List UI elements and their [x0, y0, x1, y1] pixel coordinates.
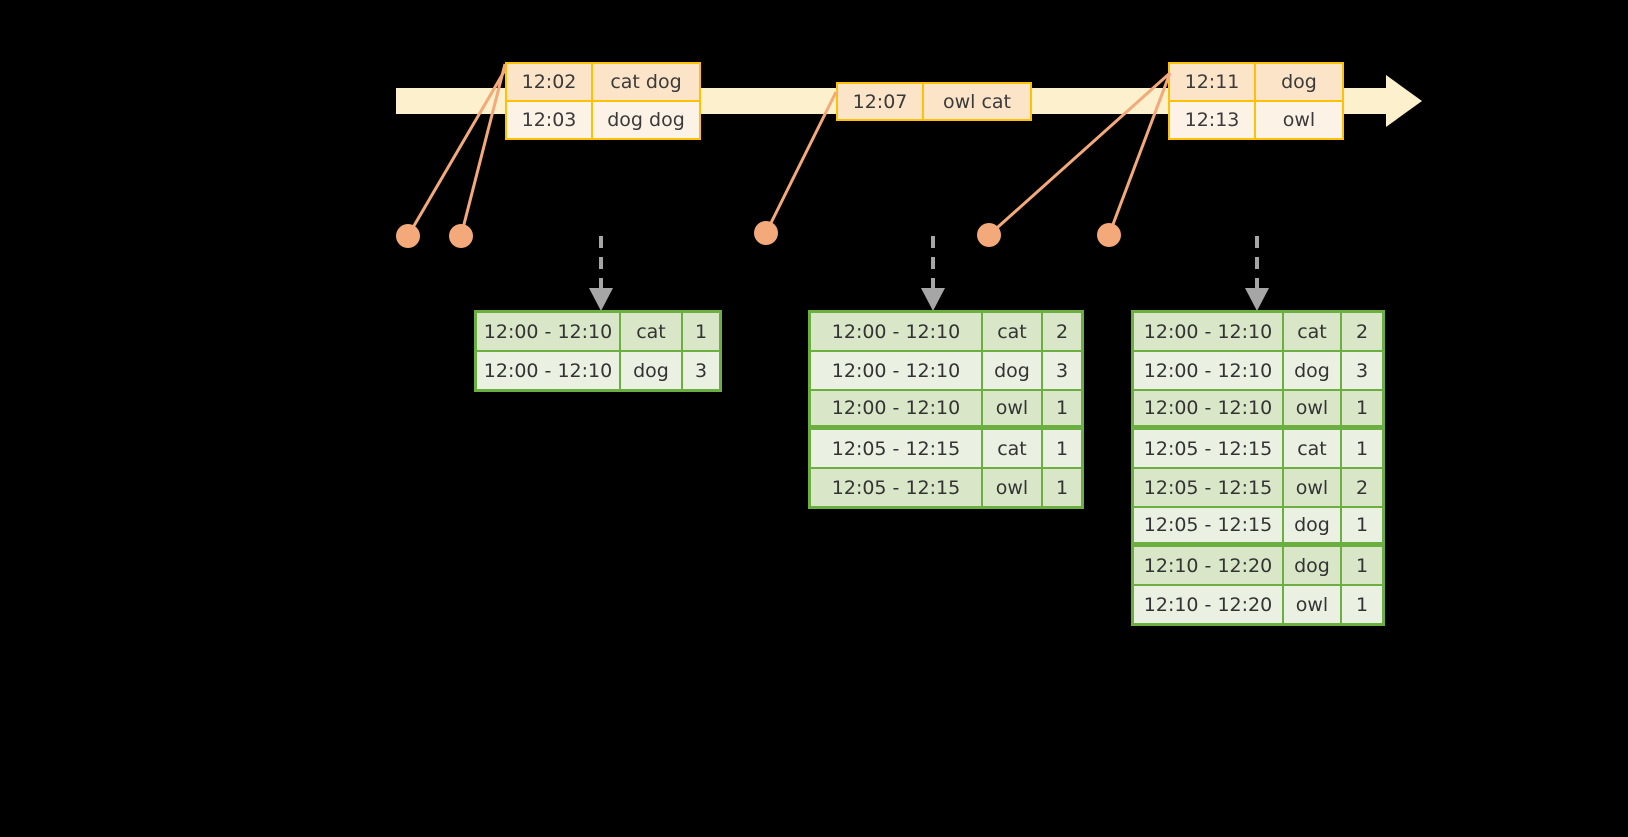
count-cell: 1: [1043, 430, 1081, 467]
count-cell: 3: [1043, 352, 1081, 389]
count-cell: 1: [1043, 469, 1081, 506]
window-cell: 12:00 - 12:10: [1134, 313, 1282, 350]
window-cell: 12:00 - 12:10: [811, 391, 981, 425]
key-cell: dog: [1284, 352, 1340, 389]
event-row[interactable]: 12:03 dog dog: [507, 100, 699, 138]
window-cell: 12:00 - 12:10: [477, 313, 619, 350]
event-time: 12:02: [507, 64, 593, 100]
count-cell: 2: [1342, 469, 1382, 506]
down-arrow-2: [921, 236, 945, 311]
event-dot[interactable]: [396, 224, 420, 248]
count-cell: 1: [1043, 391, 1081, 425]
event-dot[interactable]: [754, 221, 778, 245]
window-cell: 12:05 - 12:15: [1134, 469, 1282, 506]
count-cell: 3: [1342, 352, 1382, 389]
event-words: cat dog: [610, 71, 682, 93]
key-cell: owl: [1284, 586, 1340, 623]
key-cell: cat: [983, 313, 1041, 350]
key-cell: cat: [1284, 313, 1340, 350]
down-arrow-1: [589, 236, 613, 311]
window-cell: 12:00 - 12:10: [811, 352, 981, 389]
timeline-arrow-head: [1386, 75, 1422, 127]
key-cell: cat: [1284, 430, 1340, 467]
event-words: owl cat: [942, 90, 1012, 113]
window-cell: 12:10 - 12:20: [1134, 547, 1282, 584]
count-cell: 2: [1043, 313, 1081, 350]
key-cell: owl: [983, 469, 1041, 506]
key-cell: dog: [621, 352, 681, 389]
key-cell: dog: [1284, 508, 1340, 542]
down-arrow-3: [1245, 236, 1269, 311]
count-cell: 1: [1342, 430, 1382, 467]
event-group-2[interactable]: 12:07 owl cat: [836, 82, 1032, 121]
count-cell: 1: [1342, 508, 1382, 542]
count-cell: 1: [1342, 391, 1382, 425]
window-cell: 12:05 - 12:15: [811, 430, 981, 467]
count-cell: 1: [1342, 547, 1382, 584]
window-cell: 12:00 - 12:10: [811, 313, 981, 350]
key-cell: owl: [1284, 391, 1340, 425]
event-row[interactable]: 12:07 owl cat: [838, 84, 1030, 119]
event-time: 12:11: [1170, 64, 1256, 100]
event-dot[interactable]: [977, 223, 1001, 247]
window-cell: 12:00 - 12:10: [1134, 352, 1282, 389]
event-words: dog: [1281, 71, 1317, 93]
count-cell: 1: [683, 313, 719, 350]
window-cell: 12:05 - 12:15: [811, 469, 981, 506]
count-cell: 2: [1342, 313, 1382, 350]
count-cell: 3: [683, 352, 719, 389]
window-cell: 12:10 - 12:20: [1134, 586, 1282, 623]
event-time: 12:07: [838, 84, 924, 119]
key-cell: cat: [983, 430, 1041, 467]
window-cell: 12:00 - 12:10: [1134, 391, 1282, 425]
event-words: owl: [1282, 109, 1316, 131]
event-row[interactable]: 12:02 cat dog: [507, 64, 699, 100]
event-group-1[interactable]: 12:02 cat dog 12:03 dog dog: [505, 62, 701, 140]
key-cell: owl: [1284, 469, 1340, 506]
event-row[interactable]: 12:13 owl: [1170, 100, 1342, 138]
event-time: 12:13: [1170, 102, 1256, 138]
key-cell: dog: [1284, 547, 1340, 584]
count-cell: 1: [1342, 586, 1382, 623]
window-cell: 12:00 - 12:10: [477, 352, 619, 389]
event-group-3[interactable]: 12:11 dog 12:13 owl: [1168, 62, 1344, 140]
event-dot[interactable]: [449, 224, 473, 248]
window-cell: 12:05 - 12:15: [1134, 430, 1282, 467]
key-cell: cat: [621, 313, 681, 350]
key-cell: dog: [983, 352, 1041, 389]
event-time: 12:03: [507, 102, 593, 138]
event-words: dog dog: [607, 109, 685, 131]
event-dot[interactable]: [1097, 223, 1121, 247]
key-cell: owl: [983, 391, 1041, 425]
window-cell: 12:05 - 12:15: [1134, 508, 1282, 542]
event-row[interactable]: 12:11 dog: [1170, 64, 1342, 100]
